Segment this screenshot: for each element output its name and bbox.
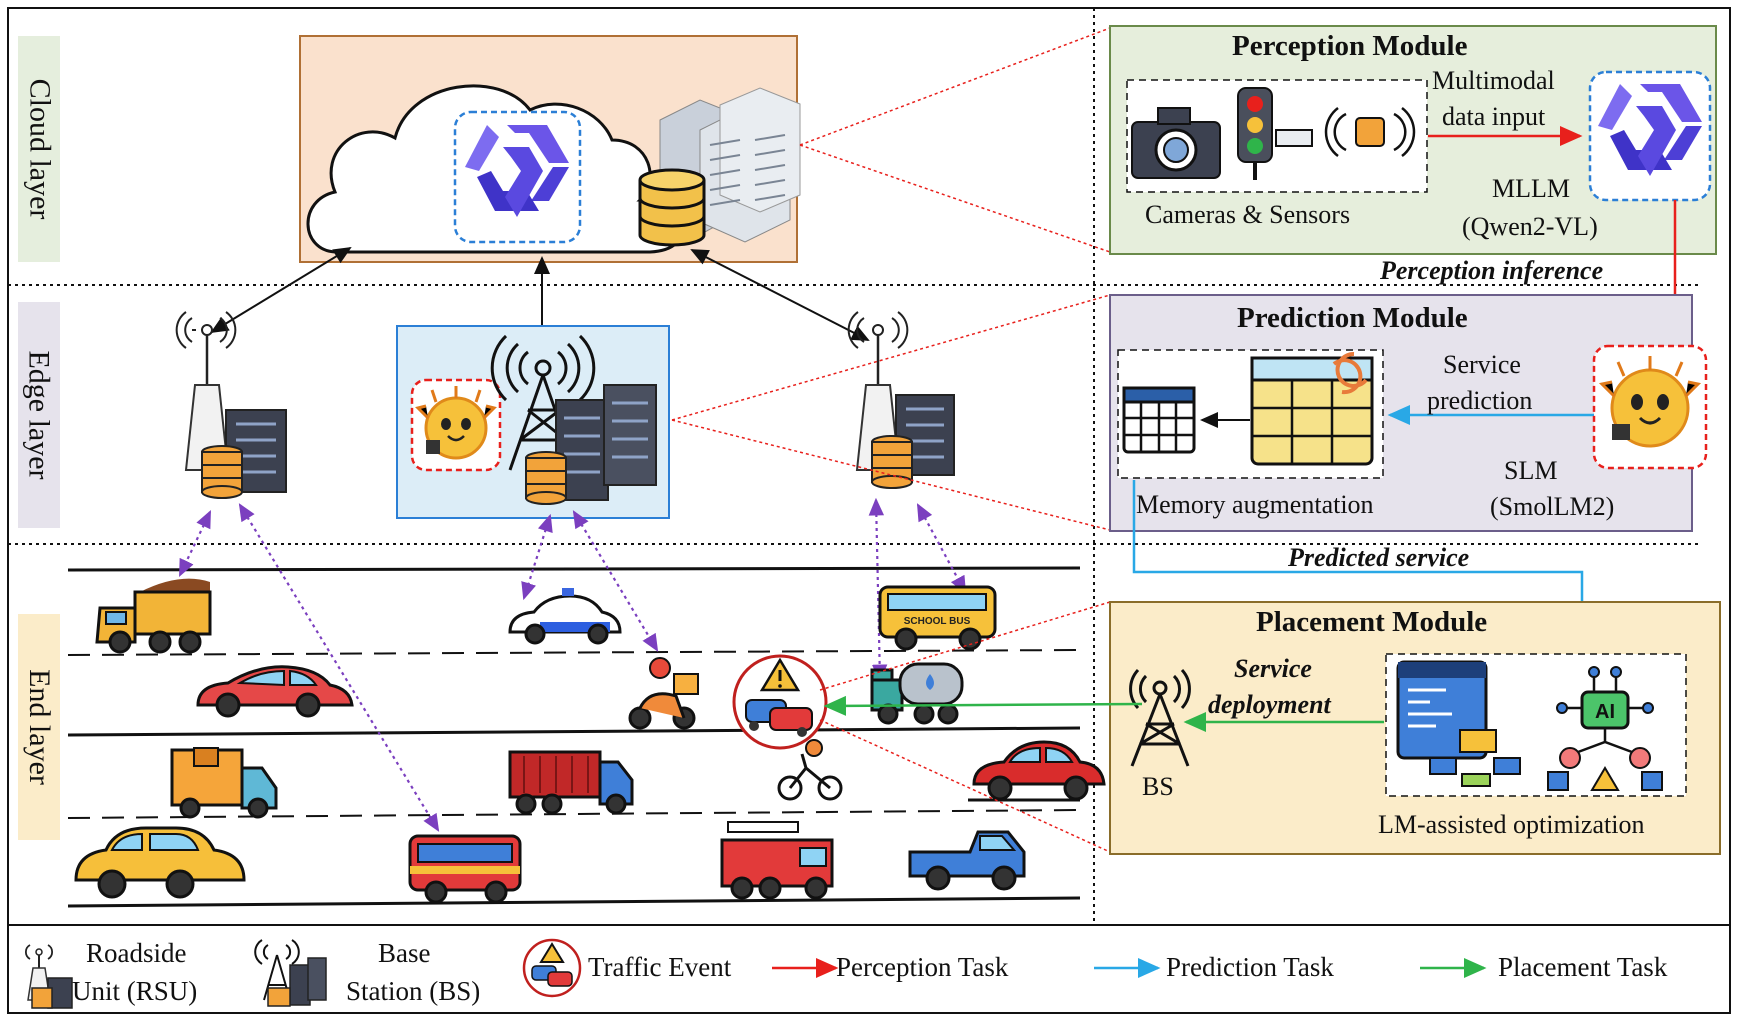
prediction-label: prediction — [1427, 386, 1533, 415]
legend-placement-label: Placement Task — [1498, 952, 1668, 982]
edge-server-icon — [525, 384, 657, 505]
container-truck-icon — [508, 750, 634, 815]
police-car-icon — [508, 588, 622, 645]
legend-traffic-event-icon — [522, 938, 582, 998]
pickup-truck-icon — [908, 830, 1026, 891]
legend-traffic-event-label: Traffic Event — [588, 952, 732, 982]
optimization-label: LM-assisted optimization — [1378, 810, 1645, 839]
legend-bs-label-1: Base — [378, 938, 431, 968]
traffic-light-icon — [1237, 87, 1313, 180]
data-input-label: data input — [1442, 102, 1546, 131]
fire-truck-icon — [720, 821, 834, 900]
smollm-label: (SmolLM2) — [1490, 492, 1615, 521]
tanker-truck-icon — [870, 662, 964, 725]
yellow-taxi-icon — [74, 826, 246, 899]
rsu-left-icon — [175, 311, 287, 499]
cyclist-icon — [777, 739, 843, 801]
iot-sensor-icon — [1324, 107, 1416, 157]
legend-bs-icon — [254, 939, 327, 1007]
placement-to-event-arrow — [823, 695, 1143, 716]
ai-chip-text: AI — [1595, 701, 1615, 723]
legend-rsu-icon — [24, 944, 73, 1009]
perception-module-title: Perception Module — [1232, 30, 1468, 62]
cloud-database-icon — [638, 168, 706, 247]
edge-layer-tag — [18, 302, 60, 528]
school-bus-text: SCHOOL BUS — [904, 616, 971, 627]
placement-module-title: Placement Module — [1256, 606, 1488, 638]
bs-tower-icon — [490, 334, 596, 471]
legend-rsu-label-2: Unit (RSU) — [72, 976, 198, 1006]
ai-chip-icon: AI — [1547, 666, 1663, 791]
qwen-logo-icon — [1598, 84, 1702, 176]
smollm-mascot-icon — [1598, 356, 1702, 448]
delivery-truck-icon — [170, 747, 278, 819]
bs-label: BS — [1142, 772, 1174, 801]
mllm-label: MLLM — [1492, 174, 1570, 203]
slm-label: SLM — [1504, 456, 1558, 485]
memory-augmentation-label: Memory augmentation — [1136, 490, 1374, 519]
service-deploy-label-2: deployment — [1208, 690, 1331, 719]
cloud-rsu1-link — [210, 246, 352, 334]
bus-icon — [408, 834, 522, 904]
memory-table-icon — [1250, 351, 1374, 466]
service-label: Service — [1443, 350, 1521, 379]
bs-tower-small-icon — [1129, 668, 1191, 767]
code-flow-icon — [1396, 660, 1521, 787]
service-deploy-label-1: Service — [1234, 654, 1312, 683]
legend-perception-label: Perception Task — [836, 952, 1009, 982]
cloud-layer-label: Cloud layer — [23, 78, 56, 220]
legend-prediction-label: Prediction Task — [1166, 952, 1334, 982]
edge-layer-label: Edge layer — [23, 350, 57, 480]
camera-icon — [1131, 107, 1221, 179]
traffic-event-icon — [732, 654, 828, 750]
smollm-mascot-icon — [415, 386, 497, 460]
rsu-right-icon — [847, 311, 955, 489]
cloud-server-icon — [659, 87, 801, 243]
zoom-connectors — [671, 27, 1111, 853]
red-car-icon — [196, 665, 354, 718]
dump-truck-icon — [95, 578, 212, 654]
scooter-icon — [628, 657, 699, 730]
predicted-service-label: Predicted service — [1288, 543, 1470, 572]
sensors-label: Cameras & Sensors — [1145, 200, 1351, 229]
v2x-links — [179, 497, 967, 832]
end-layer-tag — [18, 614, 60, 840]
multimodal-label: Multimodal — [1432, 66, 1555, 95]
cloud-layer-tag — [18, 36, 60, 262]
perception-inference-label: Perception inference — [1380, 256, 1604, 285]
qwen-label: (Qwen2-VL) — [1462, 212, 1598, 241]
prediction-module-title: Prediction Module — [1237, 302, 1468, 334]
qwen-logo-icon — [465, 125, 569, 217]
cloud-rsu2-link — [690, 249, 870, 341]
red-sports-car-icon — [968, 740, 1106, 802]
school-bus-icon: SCHOOL BUS — [878, 585, 997, 651]
outer-frame — [7, 7, 1731, 1014]
small-table-icon — [1122, 386, 1196, 454]
legend-rsu-label-1: Roadside — [86, 938, 187, 968]
end-layer-label: End layer — [23, 669, 56, 785]
legend-bs-label-2: Station (BS) — [346, 976, 481, 1006]
